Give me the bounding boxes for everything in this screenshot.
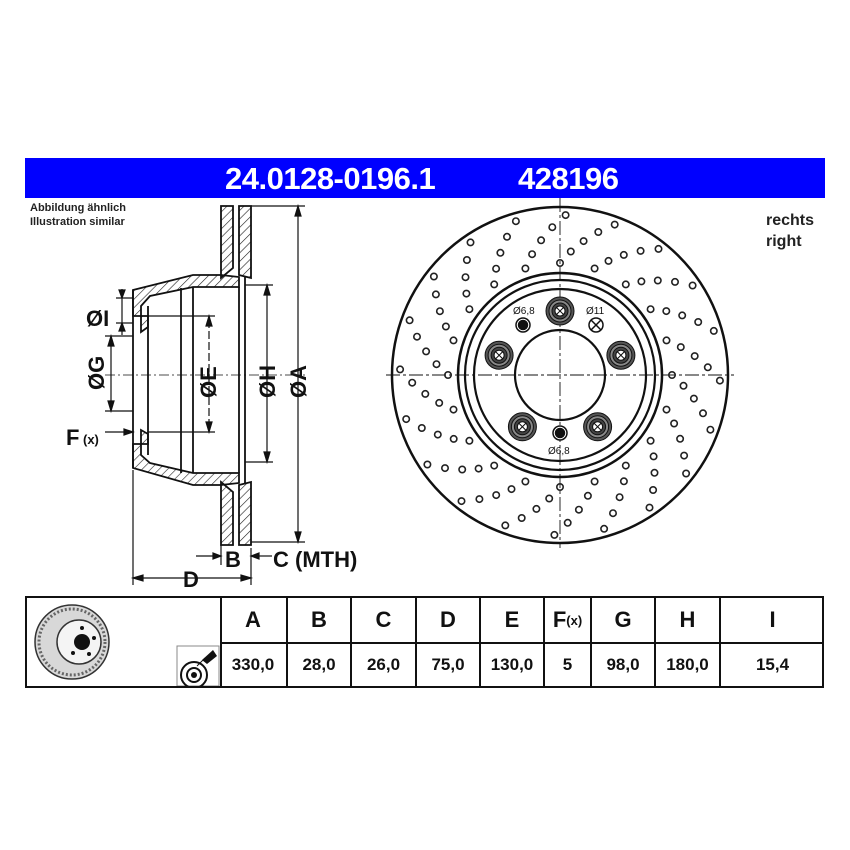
brake-disc-thumbnail-icon — [34, 604, 110, 680]
column-header: F(x) — [545, 598, 590, 644]
locator-holes — [515, 317, 604, 441]
label-B: B — [225, 547, 241, 572]
label-D: D — [183, 567, 199, 592]
column-header: G — [592, 598, 654, 644]
side-label-en: right — [766, 233, 802, 250]
column-header-label: B — [311, 607, 327, 632]
column-header: E — [481, 598, 543, 644]
column-value: 15,4 — [755, 655, 790, 674]
column-value: 26,0 — [366, 655, 401, 674]
hole-label-bottom: Ø6,8 — [548, 446, 570, 457]
title-bar: 24.0128-0196.1 428196 — [25, 158, 825, 198]
label-dia-H: ØH — [255, 365, 280, 398]
column-header: C — [352, 598, 415, 644]
column-header: H — [656, 598, 719, 644]
column-value: 28,0 — [302, 655, 336, 674]
column-value: 180,0 — [666, 655, 709, 674]
note-line-en: Illustration similar — [30, 216, 125, 228]
column-value: 330,0 — [231, 655, 275, 674]
column-header-label: D — [440, 607, 456, 632]
label-dia-E: ØE — [196, 366, 221, 398]
column-header: D — [417, 598, 479, 644]
illustration-note: Abbildung ähnlich Illustration similar — [30, 201, 126, 229]
hole-label-right: Ø11 — [586, 306, 605, 317]
column-header-label: A — [245, 607, 261, 632]
column-header: B — [288, 598, 350, 644]
table-column-B: B 28,0 — [288, 598, 352, 686]
side-label-de: rechts — [766, 212, 815, 229]
column-value: 130,0 — [490, 655, 534, 674]
part-number: 24.0128-0196.1 — [225, 161, 436, 196]
column-header-label: E — [504, 607, 520, 632]
column-value: 5 — [562, 655, 573, 674]
column-header-label: F — [552, 607, 567, 632]
table-image-cell — [27, 598, 222, 689]
table-column-D: D 75,0 — [417, 598, 481, 686]
column-header: A — [220, 598, 286, 644]
label-dia-I: ØI — [86, 306, 109, 331]
label-dia-G: ØG — [84, 356, 109, 390]
label-F: F — [66, 425, 79, 450]
front-view — [386, 198, 734, 548]
table-column-A: A 330,0 — [220, 598, 288, 686]
hole-label-top: Ø6,8 — [513, 306, 535, 317]
table-column-H: H 180,0 — [656, 598, 721, 686]
column-header-label: C — [375, 607, 392, 632]
label-dia-A: ØA — [286, 365, 311, 398]
section-view — [132, 205, 252, 546]
note-line-de: Abbildung ähnlich — [30, 202, 126, 214]
column-header-label: H — [679, 607, 696, 632]
label-F-sub: (x) — [83, 432, 99, 447]
table-column-G: G 98,0 — [592, 598, 656, 686]
bolt-holes — [484, 296, 636, 442]
table-column-I: I 15,4 — [721, 598, 824, 686]
short-number: 428196 — [518, 161, 619, 196]
table-column-F: F(x) 5 — [545, 598, 592, 686]
column-header-label: I — [769, 607, 776, 632]
label-C-mth: C (MTH) — [273, 547, 357, 572]
dimension-lines — [105, 203, 305, 585]
column-header: I — [721, 598, 824, 644]
dimension-table: A 330,0 B 28,0 C 26,0 D 75,0 E 130,0 F(x) 5 G 98,0 H 18… — [25, 596, 824, 689]
side-label: rechts right — [766, 210, 814, 252]
coating-spray-icon — [176, 645, 220, 689]
column-value: 98,0 — [606, 655, 640, 674]
table-column-C: C 26,0 — [352, 598, 417, 686]
column-value: 75,0 — [431, 655, 465, 674]
drilled-holes — [396, 211, 724, 539]
column-header-sub: (x) — [566, 612, 583, 628]
column-header-label: G — [614, 607, 632, 632]
table-column-E: E 130,0 — [481, 598, 545, 686]
